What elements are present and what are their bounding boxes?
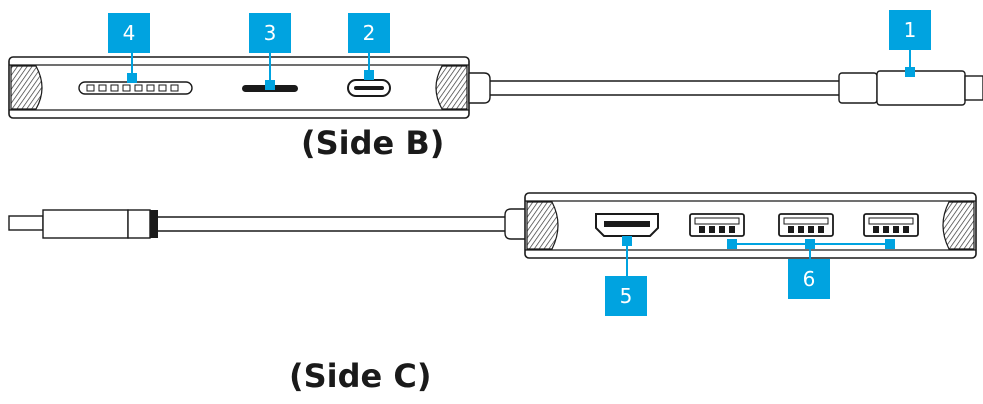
callout-2-badge: 2 xyxy=(348,13,390,53)
side-b-right-endcap xyxy=(435,65,468,110)
side-b-cable-boot xyxy=(838,72,878,104)
sd-card-slot xyxy=(78,81,193,95)
usb-a-port-1 xyxy=(689,213,745,237)
side-c-leader-dots xyxy=(622,236,895,249)
side-b-device xyxy=(8,46,983,119)
side-c-cable xyxy=(8,208,528,240)
usb-c-port xyxy=(347,79,391,97)
callout-5-badge: 5 xyxy=(605,276,647,316)
side-b-cable-tip xyxy=(964,75,983,101)
usb-a-port-3 xyxy=(863,213,919,237)
callout-1-badge: 1 xyxy=(889,10,931,50)
side-c-label: (Side C) xyxy=(289,357,432,395)
side-c-plug-band xyxy=(150,210,158,238)
side-c-plug-boot xyxy=(127,209,151,239)
callout-4-badge: 4 xyxy=(108,13,150,53)
side-c-plug-tip xyxy=(8,215,44,231)
usb-a-port-2 xyxy=(778,213,834,237)
side-b-hub-body xyxy=(8,56,470,119)
side-c-device xyxy=(8,192,977,280)
side-c-left-endcap xyxy=(526,201,559,250)
side-c-right-endcap xyxy=(942,201,975,250)
side-c-hub-body xyxy=(524,192,977,259)
hdmi-port xyxy=(595,213,659,237)
side-b-label: (Side B) xyxy=(301,124,445,162)
side-b-cable xyxy=(468,70,983,106)
side-b-leader-dots xyxy=(127,67,915,90)
callout-6-badge: 6 xyxy=(788,259,830,299)
side-c-plug-housing xyxy=(42,209,129,239)
side-b-cable-connector xyxy=(876,70,966,106)
side-b-left-endcap xyxy=(10,65,43,110)
callout-3-badge: 3 xyxy=(249,13,291,53)
